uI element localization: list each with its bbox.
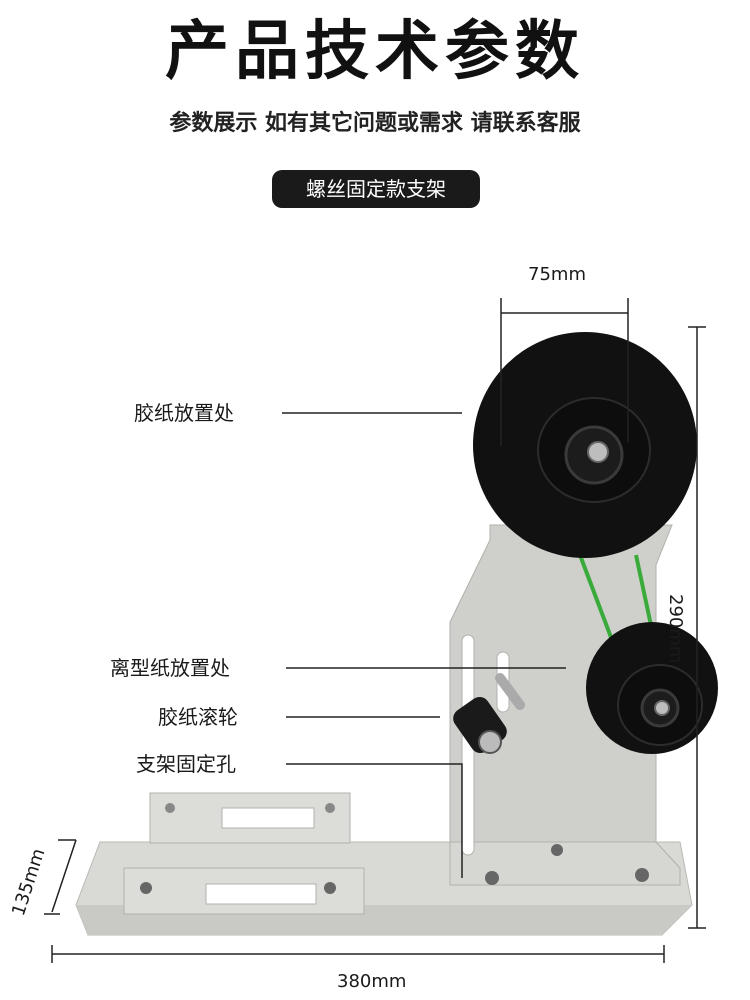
page-subtitle: 参数展示 如有其它问题或需求 请联系客服 [169, 111, 581, 136]
dimension-height: 290mm [665, 594, 686, 664]
page-title: 产品技术参数 [165, 15, 585, 89]
model-badge: 螺丝固定款支架 [272, 170, 480, 208]
dimension-reel-width: 75mm [528, 264, 586, 285]
leader-line-hole [286, 763, 463, 878]
callout-roller-label: 胶纸滚轮 [158, 705, 238, 729]
callout-hole-label: 支架固定孔 [136, 752, 236, 776]
dimension-length: 380mm [337, 971, 407, 992]
callout-release-label: 离型纸放置处 [110, 656, 230, 680]
front-bracket [123, 867, 365, 915]
callout-tape-label: 胶纸放置处 [134, 401, 234, 425]
